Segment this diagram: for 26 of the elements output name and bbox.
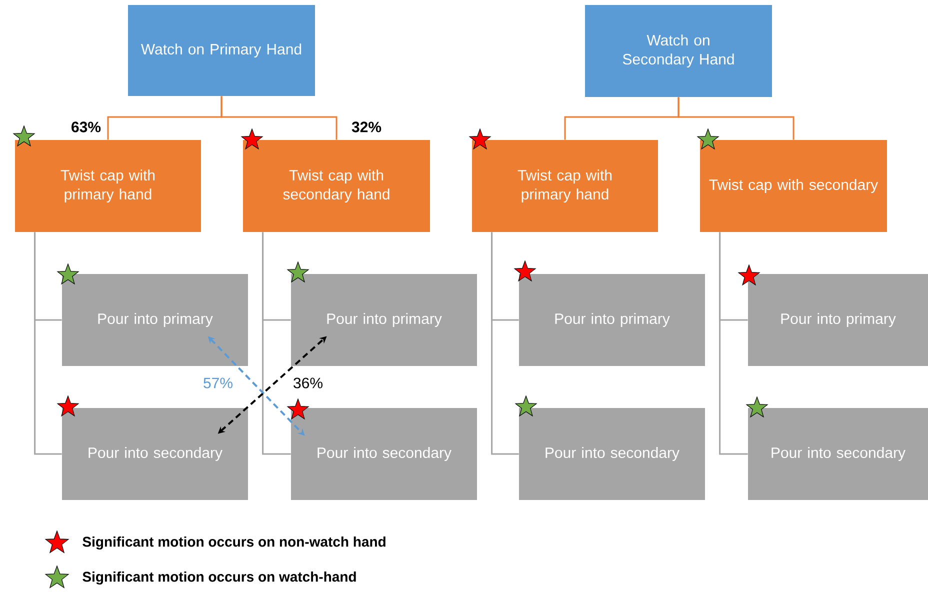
watch-box: Watch on Secondary Hand	[585, 5, 772, 97]
pour-box: Pour into secondary	[748, 408, 928, 500]
connector-line	[491, 232, 519, 455]
pour-box: Pour into secondary	[291, 408, 477, 500]
pour-box: Pour into primary	[291, 274, 477, 366]
connector-line	[220, 96, 338, 140]
legend-text: Significant motion occurs on non-watch hand	[82, 536, 386, 550]
twist-cap-box: Twist cap with primary hand	[15, 140, 201, 232]
connector-line	[678, 97, 794, 140]
connector-line	[719, 232, 748, 455]
twist-cap-box: Twist cap with secondary	[700, 140, 888, 232]
legend-text: Significant motion occurs on watch-hand	[82, 571, 356, 585]
pour-box: Pour into primary	[519, 274, 705, 366]
edge-label: 36%	[292, 376, 324, 390]
pour-box: Pour into secondary	[519, 408, 705, 500]
edge-label: 63%	[70, 120, 102, 134]
twist-cap-box: Twist cap with secondary hand	[243, 140, 430, 232]
connector-line	[34, 232, 62, 455]
edge-label: 57%	[202, 376, 234, 390]
watch-box: Watch on Primary Hand	[128, 5, 315, 96]
pour-box: Pour into primary	[748, 274, 928, 366]
connector-line	[262, 232, 291, 455]
pour-box: Pour into secondary	[62, 408, 248, 500]
twist-cap-box: Twist cap with primary hand	[472, 140, 658, 232]
edge-label: 32%	[350, 120, 383, 134]
pour-box: Pour into primary	[62, 274, 248, 366]
